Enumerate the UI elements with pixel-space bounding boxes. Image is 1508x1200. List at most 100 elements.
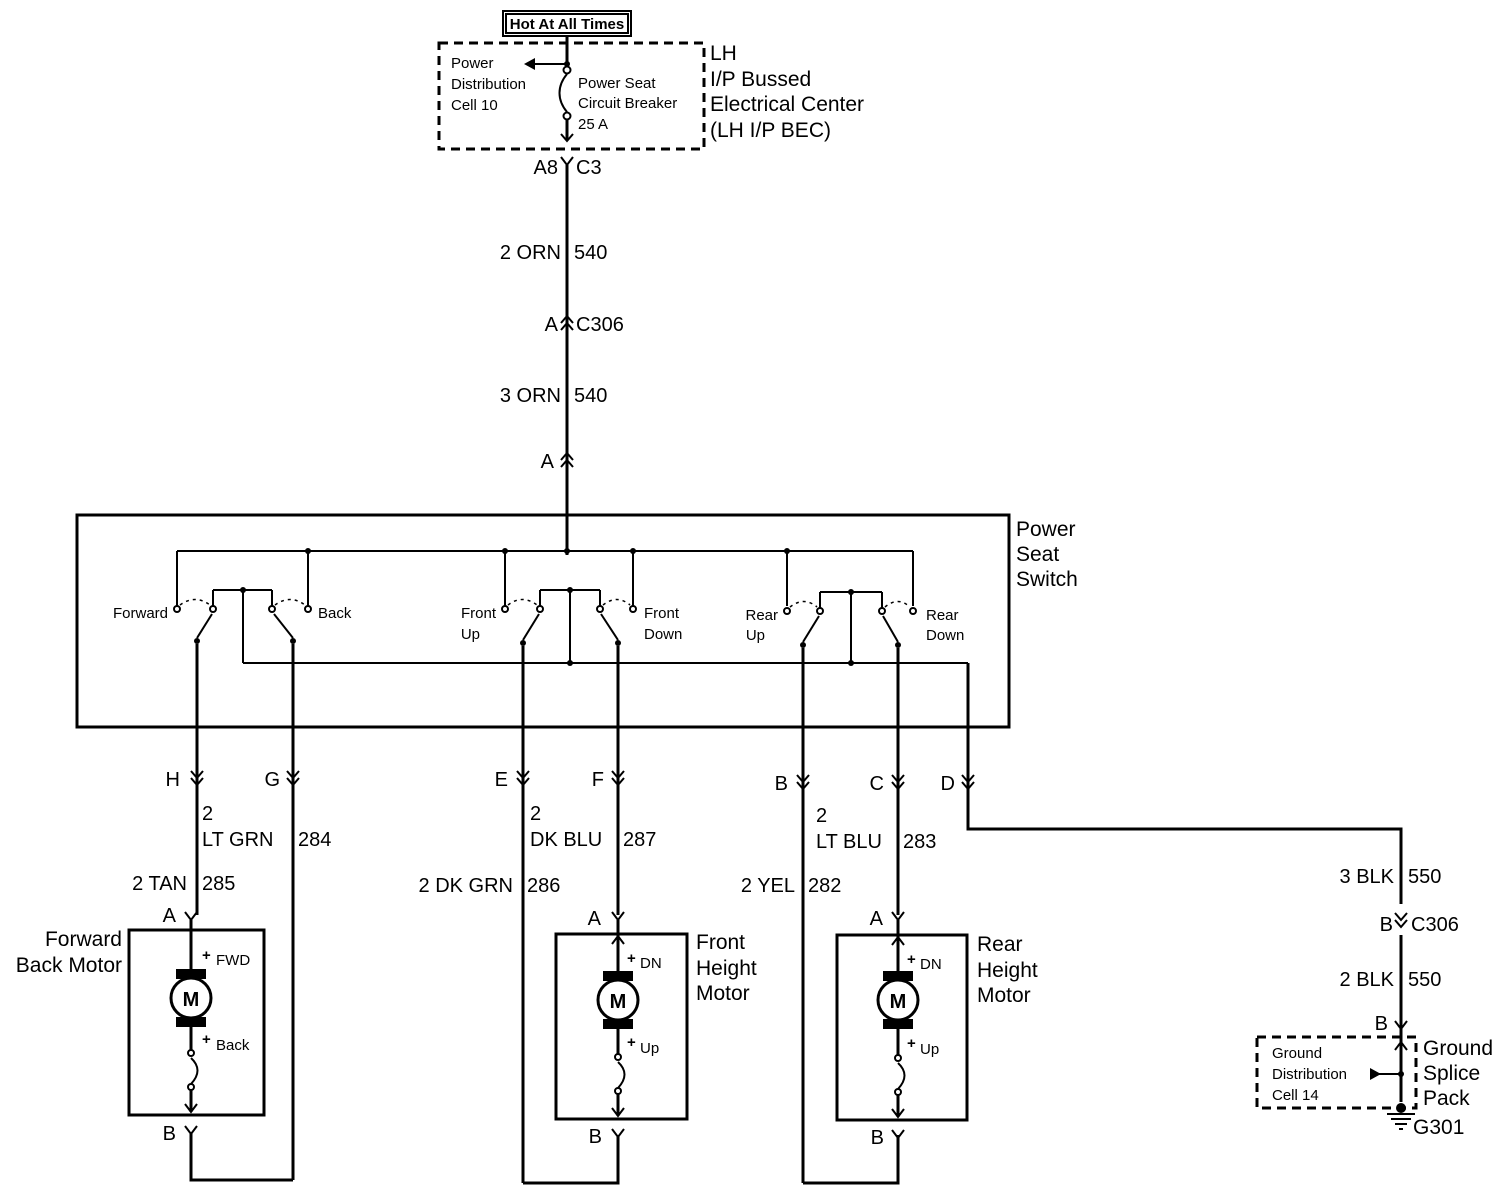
- svg-text:283: 283: [903, 831, 936, 853]
- svg-text:A: A: [870, 908, 884, 930]
- svg-text:2: 2: [816, 805, 827, 827]
- front-up-label-1: Front: [461, 605, 497, 622]
- svg-text:+: +: [907, 951, 916, 968]
- pdc-arrow-icon: [524, 58, 535, 70]
- bec-title: LH I/P Bussed Electrical Center (LH I/P …: [710, 42, 864, 142]
- power-seat-switch-box: [75, 513, 1011, 729]
- svg-text:2: 2: [530, 803, 541, 825]
- pin-g: G: [264, 769, 280, 791]
- back-label: Back: [318, 605, 352, 622]
- pin-f: F: [592, 769, 604, 791]
- front-down-label-1: Front: [644, 605, 680, 622]
- connector-c306-a: A C306: [545, 314, 624, 336]
- svg-text:Ground: Ground: [1423, 1037, 1493, 1060]
- svg-text:FWD: FWD: [216, 952, 250, 969]
- svg-text:2 BLK: 2 BLK: [1340, 969, 1395, 991]
- svg-text:+: +: [907, 1035, 916, 1052]
- svg-text:+: +: [627, 1034, 636, 1051]
- front-down-label-2: Down: [644, 626, 682, 643]
- svg-text:2: 2: [202, 803, 213, 825]
- svg-text:Rear: Rear: [977, 933, 1023, 956]
- rear-up-label-2: Up: [746, 627, 765, 644]
- wire-labels: 2 LT GRN 284 2 TAN 285 2 DK BLU 287 2 DK…: [132, 803, 936, 897]
- svg-text:C306: C306: [1411, 914, 1459, 936]
- ground-splice-pack: B Ground Distribution Cell 14 Ground Spl…: [1255, 1013, 1493, 1110]
- forward-back-motor: A Forward Back Motor M + FWD + Back B: [16, 905, 266, 1145]
- forward-label: Forward: [113, 605, 168, 622]
- pin-e: E: [495, 769, 508, 791]
- ground-distribution-box: [1255, 1035, 1418, 1110]
- power-distribution-cell-10: Power Distribution Cell 10: [451, 55, 526, 114]
- motor-m-symbol: M: [610, 991, 627, 1013]
- circuit-breaker-label: Power Seat Circuit Breaker 25 A: [578, 75, 677, 133]
- svg-text:Power Seat: Power Seat: [578, 75, 656, 92]
- svg-text:287: 287: [623, 829, 656, 851]
- svg-text:286: 286: [527, 875, 560, 897]
- svg-text:Distribution: Distribution: [1272, 1066, 1347, 1083]
- svg-text:540: 540: [574, 242, 607, 264]
- svg-text:25 A: 25 A: [578, 116, 608, 133]
- motor-m-symbol: M: [183, 989, 200, 1011]
- svg-text:+: +: [627, 950, 636, 967]
- ground-wire-labels: 3 BLK 550 2 BLK 550: [1340, 866, 1442, 991]
- front-height-motor: A Front Height Motor M + DN + Up B: [554, 908, 757, 1148]
- rear-down-label-2: Down: [926, 627, 964, 644]
- pin-b: B: [775, 773, 788, 795]
- pin-c: C: [870, 773, 884, 795]
- svg-text:B: B: [1375, 1013, 1388, 1035]
- power-seat-switch-title: Power Seat Switch: [1016, 518, 1078, 591]
- switch-ground-bus: [213, 587, 970, 775]
- wire-label-2-orn: 2 ORN 540: [500, 242, 608, 264]
- svg-text:Motor: Motor: [696, 982, 750, 1005]
- svg-text:B: B: [1380, 914, 1393, 936]
- svg-text:C3: C3: [576, 157, 602, 179]
- svg-text:Electrical Center: Electrical Center: [710, 93, 864, 116]
- bec-connector-a8-c3: A8 C3: [534, 156, 602, 179]
- svg-text:Up: Up: [920, 1041, 939, 1058]
- svg-text:C306: C306: [576, 314, 624, 336]
- circuit-breaker-icon: [558, 65, 574, 143]
- svg-text:A8: A8: [534, 157, 558, 179]
- svg-text:DK BLU: DK BLU: [530, 829, 602, 851]
- svg-text:Forward: Forward: [45, 928, 122, 951]
- svg-text:Splice: Splice: [1423, 1062, 1480, 1085]
- svg-text:284: 284: [298, 829, 331, 851]
- svg-text:3 ORN: 3 ORN: [500, 385, 561, 407]
- svg-text:2 ORN: 2 ORN: [500, 242, 561, 264]
- svg-text:285: 285: [202, 873, 235, 895]
- svg-text:Back Motor: Back Motor: [16, 954, 122, 977]
- svg-text:550: 550: [1408, 969, 1441, 991]
- svg-text:Pack: Pack: [1423, 1087, 1470, 1110]
- svg-text:Circuit Breaker: Circuit Breaker: [578, 95, 677, 112]
- svg-text:+: +: [202, 1031, 211, 1048]
- ground-symbol-icon: [1387, 1103, 1415, 1130]
- lh-ip-bec-box: [437, 41, 706, 151]
- gdc-arrow-icon: [1370, 1068, 1381, 1080]
- svg-text:LT GRN: LT GRN: [202, 829, 274, 851]
- svg-text:DN: DN: [920, 956, 942, 973]
- svg-text:LH: LH: [710, 42, 737, 65]
- svg-text:B: B: [163, 1123, 176, 1145]
- svg-text:LT BLU: LT BLU: [816, 831, 882, 853]
- svg-text:(LH I/P BEC): (LH I/P BEC): [710, 119, 831, 142]
- pin-d: D: [941, 773, 955, 795]
- svg-text:Seat: Seat: [1016, 543, 1059, 566]
- svg-text:A: A: [163, 905, 177, 927]
- hot-at-all-times-label: Hot At All Times: [502, 10, 632, 37]
- svg-text:Ground: Ground: [1272, 1045, 1322, 1062]
- svg-text:Cell 14: Cell 14: [1272, 1087, 1319, 1104]
- svg-text:2 YEL: 2 YEL: [741, 875, 795, 897]
- svg-text:Height: Height: [696, 957, 757, 980]
- svg-text:Power: Power: [451, 55, 494, 72]
- svg-text:A: A: [588, 908, 602, 930]
- svg-text:Height: Height: [977, 959, 1038, 982]
- svg-text:3 BLK: 3 BLK: [1340, 866, 1395, 888]
- svg-text:A: A: [541, 451, 555, 473]
- svg-text:Switch: Switch: [1016, 568, 1078, 591]
- svg-text:B: B: [871, 1127, 884, 1149]
- switch-power-bus: [176, 548, 914, 606]
- svg-text:+: +: [202, 947, 211, 964]
- rear-down-label-1: Rear: [926, 607, 959, 624]
- switch-connector-a: A: [541, 451, 574, 473]
